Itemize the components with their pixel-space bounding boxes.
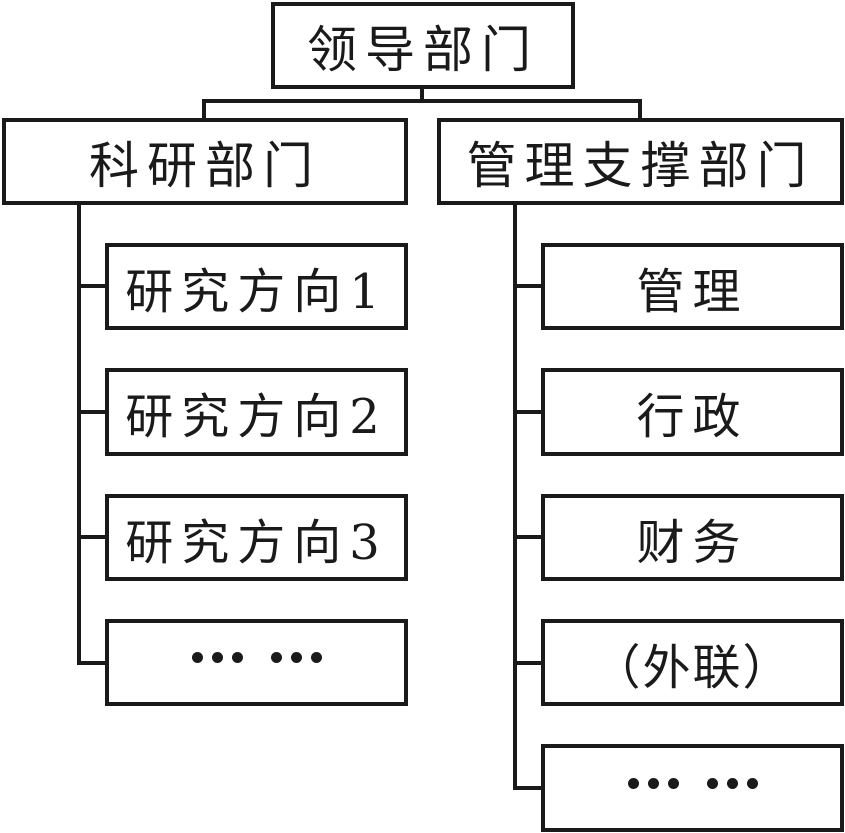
child-node-management-more bbox=[541, 744, 844, 832]
right-drop-line bbox=[638, 99, 642, 119]
right-branch-line-2 bbox=[513, 410, 543, 414]
right-branch-line-1 bbox=[513, 284, 543, 288]
child-node-label: 研究方向3 bbox=[125, 514, 388, 571]
child-node-external-relations: （外联） bbox=[541, 619, 844, 706]
child-node-research-direction-1: 研究方向1 bbox=[105, 243, 408, 330]
branch-node-label: 科研部门 bbox=[89, 136, 321, 195]
left-branch-line-3 bbox=[77, 535, 107, 539]
branch-node-research: 科研部门 bbox=[2, 118, 408, 205]
child-node-research-direction-2: 研究方向2 bbox=[105, 368, 408, 456]
left-branch-line-2 bbox=[77, 410, 107, 414]
child-node-label: （外联） bbox=[592, 639, 793, 696]
left-branch-line-4 bbox=[77, 661, 107, 665]
right-branch-line-3 bbox=[513, 535, 543, 539]
branch-node-management-support: 管理支撑部门 bbox=[437, 118, 844, 205]
child-node-research-direction-3: 研究方向3 bbox=[105, 494, 408, 581]
left-spine-line bbox=[77, 204, 81, 665]
child-node-research-more bbox=[105, 619, 408, 706]
child-node-label: 研究方向2 bbox=[125, 389, 388, 445]
left-branch-line-1 bbox=[77, 284, 107, 288]
child-node-label: 管理 bbox=[636, 263, 749, 320]
child-node-finance: 财务 bbox=[541, 494, 844, 581]
child-node-management: 管理 bbox=[541, 243, 844, 330]
root-node-label: 领导部门 bbox=[307, 20, 539, 79]
right-branch-line-4 bbox=[513, 661, 543, 665]
root-stem-line bbox=[420, 88, 424, 103]
ellipsis-icon bbox=[627, 777, 758, 789]
root-node-leadership: 领导部门 bbox=[271, 2, 575, 89]
ellipsis-icon bbox=[191, 652, 322, 663]
top-bus-line bbox=[202, 99, 642, 103]
child-node-label: 研究方向1 bbox=[125, 263, 388, 320]
child-node-label: 财务 bbox=[636, 514, 749, 571]
child-node-administration: 行政 bbox=[541, 368, 844, 456]
branch-node-label: 管理支撑部门 bbox=[466, 136, 815, 195]
child-node-label: 行政 bbox=[636, 389, 749, 445]
left-drop-line bbox=[202, 99, 206, 119]
right-spine-line bbox=[513, 204, 517, 790]
right-branch-line-5 bbox=[513, 786, 543, 790]
